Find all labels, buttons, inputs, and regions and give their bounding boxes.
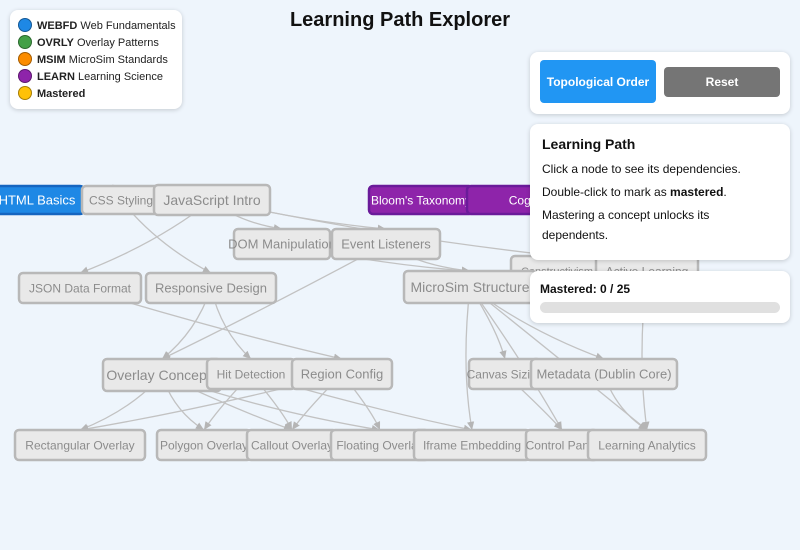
control-buttons: Topological Order Reset	[530, 52, 790, 114]
node-callout[interactable]: Callout Overlay	[245, 428, 339, 462]
node-box[interactable]	[144, 271, 278, 305]
node-metadata[interactable]: Metadata (Dublin Core)	[529, 357, 679, 391]
node-label: Floating Overlay	[336, 438, 423, 452]
node-box[interactable]	[529, 357, 679, 391]
node-events[interactable]: Event Listeners	[330, 227, 442, 261]
node-label: Metadata (Dublin Core)	[536, 367, 671, 382]
node-label: HTML Basics	[0, 193, 76, 208]
node-html[interactable]: HTML Basics	[0, 184, 86, 216]
node-overlay[interactable]: Overlay Concepts	[101, 357, 223, 393]
node-box[interactable]	[17, 271, 143, 305]
legend-item-mastered: Mastered	[18, 86, 85, 103]
legend-item-learn: LEARN Learning Science	[18, 69, 163, 86]
node-poly[interactable]: Polygon Overlay	[155, 428, 253, 462]
node-box[interactable]	[586, 428, 708, 462]
node-label: Responsive Design	[155, 281, 267, 296]
node-js[interactable]: JavaScript Intro	[152, 183, 272, 217]
node-box[interactable]	[232, 227, 332, 261]
node-label: Hit Detection	[217, 367, 286, 381]
learning-path-heading: Learning Path	[542, 136, 636, 152]
legend: WEBFD Web Fundamentals OVRLY Overlay Pat…	[10, 10, 182, 109]
node-hit[interactable]: Hit Detection	[205, 357, 297, 391]
mastered-count: Mastered: 0 / 25	[540, 282, 631, 296]
legend-item-ovrly: OVRLY Overlay Patterns	[18, 35, 159, 52]
node-control[interactable]: Control Panel	[524, 428, 600, 462]
node-label: Bloom's Taxonomy	[371, 193, 471, 207]
node-label: Region Config	[301, 367, 383, 382]
node-canvas[interactable]: Canvas Sizing	[467, 357, 544, 391]
learning-path-panel: Learning Path Click a node to see its de…	[530, 124, 790, 260]
page-title: Learning Path Explorer	[289, 9, 511, 31]
node-bloom[interactable]: Bloom's Taxonomy	[367, 184, 475, 216]
node-dom[interactable]: DOM Manipulation	[228, 227, 336, 261]
learn-dot-icon	[18, 69, 32, 83]
node-floating[interactable]: Floating Overlay	[329, 428, 431, 462]
edge-microsim-iframe	[465, 286, 475, 431]
node-box[interactable]	[152, 183, 272, 217]
node-label: MicroSim Structure	[410, 279, 529, 295]
node-microsim[interactable]: MicroSim Structure	[402, 269, 538, 305]
node-responsive[interactable]: Responsive Design	[144, 271, 278, 305]
node-label: Rectangular Overlay	[25, 438, 134, 452]
node-label: Learning Analytics	[598, 438, 695, 452]
msim-dot-icon	[18, 52, 32, 66]
instruction-click: Click a node to see its dependencies.	[542, 162, 741, 176]
node-label: Canvas Sizing	[467, 367, 544, 381]
legend-item-msim: MSIM MicroSim Standards	[18, 52, 168, 69]
node-label: JSON Data Format	[29, 281, 132, 295]
node-box[interactable]	[290, 357, 394, 391]
node-css[interactable]: CSS Styling	[80, 184, 162, 216]
node-label: CSS Styling	[89, 193, 153, 207]
node-json[interactable]: JSON Data Format	[17, 271, 143, 305]
node-label: JavaScript Intro	[163, 192, 260, 208]
mastered-progress-bar	[540, 302, 780, 313]
node-label: Callout Overlay	[251, 438, 333, 452]
node-box[interactable]	[13, 428, 147, 462]
mastered-dot-icon	[18, 86, 32, 100]
node-label: Event Listeners	[341, 237, 431, 252]
topological-order-button[interactable]: Topological Order	[540, 60, 656, 103]
node-label: Control Panel	[526, 438, 599, 452]
webfd-dot-icon	[18, 18, 32, 32]
ovrly-dot-icon	[18, 35, 32, 49]
node-box[interactable]	[330, 227, 442, 261]
node-analytics[interactable]: Learning Analytics	[586, 428, 708, 462]
instruction-unlock: Mastering a concept unlocks its dependen…	[542, 208, 710, 242]
reset-button[interactable]: Reset	[664, 67, 780, 97]
instruction-double-click: Double-click to mark as mastered.	[542, 185, 727, 199]
node-iframe[interactable]: Iframe Embedding	[412, 428, 532, 462]
node-region[interactable]: Region Config	[290, 357, 394, 391]
legend-item-webfd: WEBFD Web Fundamentals	[18, 18, 176, 35]
node-rect[interactable]: Rectangular Overlay	[13, 428, 147, 462]
node-label: Iframe Embedding	[423, 438, 521, 452]
node-label: Overlay Concepts	[106, 367, 217, 383]
node-label: Polygon Overlay	[160, 438, 248, 452]
mastered-panel: Mastered: 0 / 25	[530, 271, 790, 323]
node-label: DOM Manipulation	[228, 237, 336, 252]
